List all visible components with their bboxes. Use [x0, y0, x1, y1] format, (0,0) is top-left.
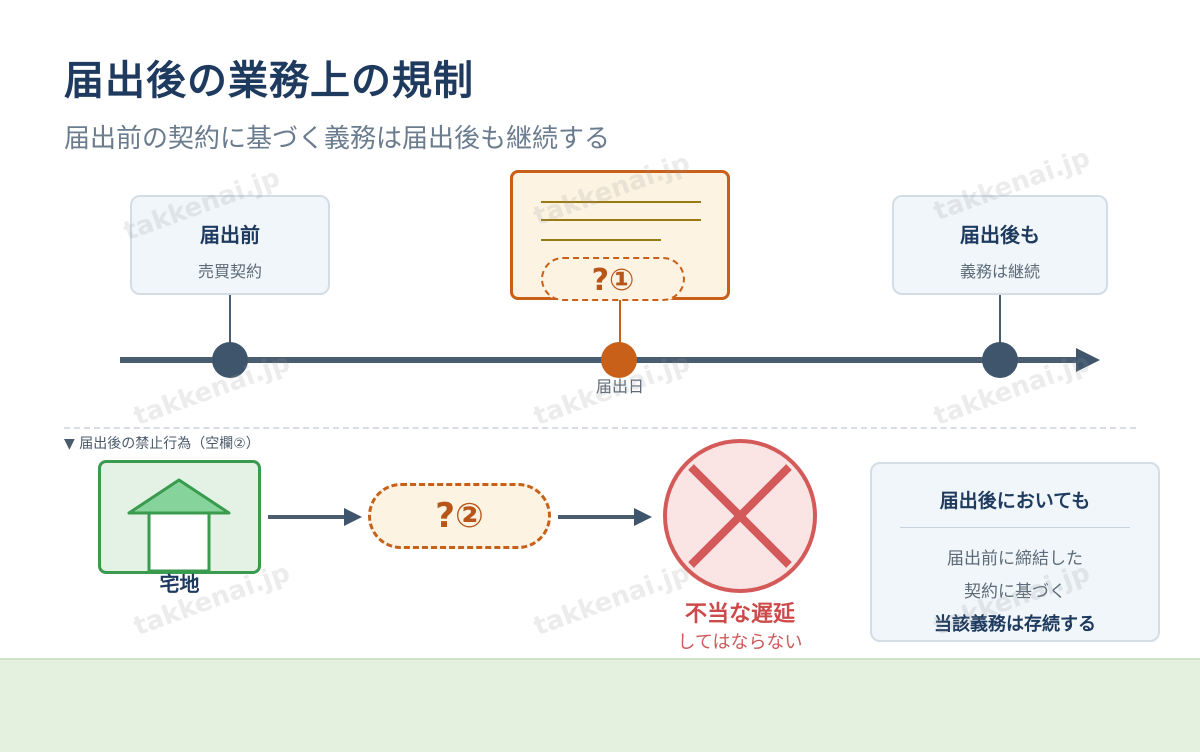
after-heading: 届出後も	[960, 223, 1040, 247]
filing-date-label: 届出日	[595, 377, 644, 396]
prohibited-x-icon	[663, 439, 817, 593]
timeline-axis	[120, 348, 1100, 372]
prohibited-label: 不当な遅延	[684, 602, 795, 627]
arrow-right-icon	[344, 508, 362, 526]
after-sub: 義務は継続	[959, 262, 1040, 281]
after-box: 届出後も 義務は継続	[892, 195, 1108, 295]
before-heading: 届出前	[200, 223, 260, 247]
after-dot	[982, 342, 1018, 378]
land-card	[98, 460, 261, 574]
obligation-note: 届出後においても 届出前に締結した 契約に基づく 当該義務は存続する	[870, 462, 1160, 642]
blank-2: ?②	[368, 483, 551, 549]
house-icon	[127, 478, 231, 571]
document-card: ?①	[510, 170, 730, 301]
prohibited-sub: してはならない	[677, 632, 803, 653]
land-label: 宅地	[159, 572, 200, 596]
flow-arrows	[268, 508, 652, 526]
document-line-icon	[541, 239, 661, 241]
note-line-2: 契約に基づく	[964, 582, 1066, 602]
before-connector	[229, 295, 231, 355]
footer-band	[0, 658, 1200, 752]
note-divider	[900, 527, 1130, 528]
page-title: 届出後の業務上の規制	[64, 58, 474, 104]
section-divider	[64, 427, 1136, 429]
arrow-right-icon	[634, 508, 652, 526]
note-bold: 当該義務は存続する	[934, 614, 1096, 635]
filing-connector	[619, 300, 621, 344]
document-line-icon	[541, 201, 701, 203]
blank-1: ?①	[541, 257, 685, 301]
note-heading: 届出後においても	[939, 490, 1091, 512]
section-label: ▼ 届出後の禁止行為（空欄②）	[64, 436, 260, 452]
page-subtitle: 届出前の契約に基づく義務は届出後も継続する	[64, 124, 611, 154]
timeline-arrowhead-icon	[1076, 348, 1100, 372]
filing-dot	[601, 342, 637, 378]
note-line-1: 届出前に締結した	[947, 549, 1083, 569]
before-dot	[212, 342, 248, 378]
after-connector	[999, 295, 1001, 355]
document-line-icon	[541, 219, 701, 221]
before-box: 届出前 売買契約	[130, 195, 330, 295]
before-sub: 売買契約	[197, 262, 262, 281]
